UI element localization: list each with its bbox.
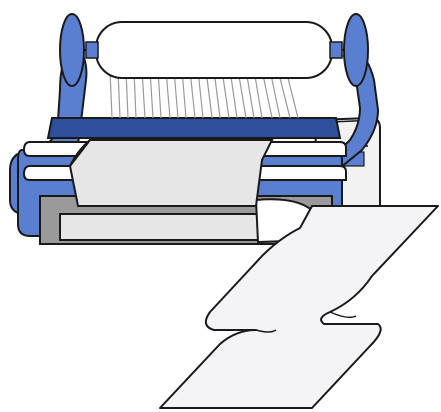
film-roll [59,13,369,87]
roll-end-cap-left [59,13,85,87]
platen-lid [68,139,274,207]
output-sheet [159,205,439,409]
roll-end-cap-right [343,13,369,87]
